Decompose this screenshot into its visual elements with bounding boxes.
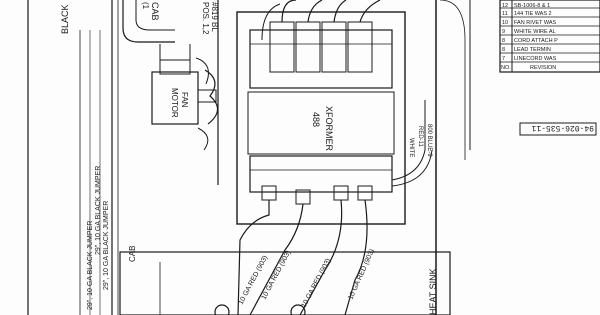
rev-row-text: WHITE WIRE AL <box>514 29 556 35</box>
rev-row-num: 10 <box>502 20 508 26</box>
transformer-number: 488 <box>311 112 321 127</box>
jumper-label-2: 29", 10 GA BLACK JUMPER <box>95 166 102 255</box>
revision-table <box>499 0 600 73</box>
rev-row-text: LINECORD WAS <box>514 56 557 62</box>
cable-label: CAB <box>150 2 160 21</box>
rev-footer-num: NO. <box>501 65 511 71</box>
rev-row-num: 9 <box>502 29 505 35</box>
red-wire-label: RED-11 <box>417 126 423 148</box>
revision-rows-rotated: 12 SB-1006-8 & 1 11 144 TIE WAS 2 10 FAN… <box>501 3 558 71</box>
rev-row-text: 144 TIE WAS 2 <box>514 11 552 17</box>
rev-footer-text: REVISION <box>530 65 556 71</box>
fan-label: FAN <box>180 92 189 108</box>
fan-motor <box>151 44 219 151</box>
rev-row-text: FAN RIVET WAS <box>514 20 557 26</box>
rev-row-num: 7 <box>502 56 505 62</box>
rev-row-num: 12 <box>502 3 508 9</box>
black-wire-label: BLACK <box>60 4 70 34</box>
rev-row-num: 8 <box>502 38 505 44</box>
rev-row-num: 8 <box>502 47 505 53</box>
jumper-label-1: 29", 10 GA BLACK JUMPER <box>87 221 94 310</box>
terminal-ref-label: #819 BL <box>210 2 219 32</box>
heat-sink-label: HEAT SINK <box>428 268 438 315</box>
rev-row-text: CORD ATTACH P <box>514 38 558 44</box>
right-leads <box>391 100 433 187</box>
enclosure-outline <box>27 0 471 315</box>
red-wire-label-3: 10 GA RED (903) <box>301 258 333 309</box>
rev-row-text: SB-1006-8 & 1 <box>514 3 550 9</box>
rev-row-num: 11 <box>502 11 508 17</box>
rev-row-text: LEAD TERMIN <box>514 47 551 53</box>
transformer <box>236 11 406 225</box>
part-number: 94-026-535-11 <box>531 123 594 132</box>
transformer-label: XFORMER <box>324 106 334 152</box>
white-wire-label: WHITE <box>408 138 414 157</box>
top-terminal-strip <box>261 0 381 73</box>
motor-label: MOTOR <box>170 88 179 118</box>
red-wire-label-4: 10 GA RED (903) <box>347 248 376 301</box>
capacitor-label: CAB <box>128 246 137 262</box>
cable-label-sub: (1 <box>141 2 150 10</box>
bottom-terminal-strip <box>214 185 373 315</box>
jumper-label-3: 29", 10 GA BLACK JUMPER <box>103 201 110 290</box>
terminal-pos-label: POS. 1,2 <box>201 2 210 35</box>
part-number-box <box>519 122 597 136</box>
blue-wire-label: 800 BLUE-9 <box>426 124 432 157</box>
